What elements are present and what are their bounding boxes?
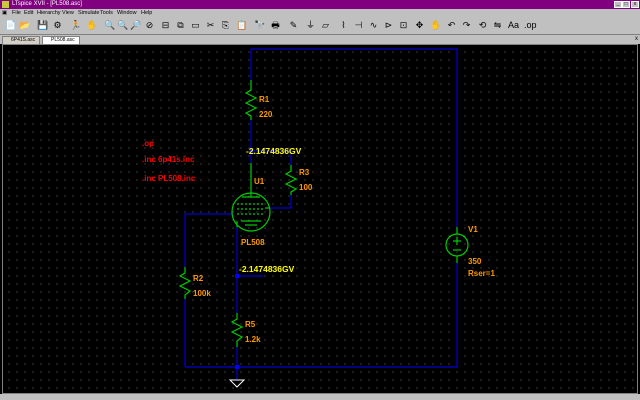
ground-icon[interactable]	[228, 379, 246, 388]
tile-icon[interactable]: ⊟	[161, 20, 170, 30]
status-bar	[0, 394, 640, 400]
tab-label: 6P41S.asc	[11, 37, 36, 43]
r2-value[interactable]: 100k	[193, 289, 211, 298]
rotate-icon[interactable]: ⟲	[478, 20, 487, 30]
print-icon[interactable]: 🖶	[271, 20, 280, 30]
r1-value[interactable]: 220	[259, 110, 273, 119]
save-icon[interactable]: 💾	[37, 20, 49, 30]
run-icon[interactable]: 🏃	[70, 20, 82, 30]
label-net-icon[interactable]: ▱	[322, 20, 329, 30]
tab-6p41s[interactable]: 6P41S.asc	[2, 36, 40, 44]
maximize-button[interactable]: □	[622, 1, 630, 8]
menu-bar: ▣ File Edit Hierarchy View Simulate Tool…	[0, 9, 640, 17]
mirror-icon[interactable]: ⇋	[493, 20, 502, 30]
components	[178, 80, 469, 347]
directive-op[interactable]: .op	[142, 139, 154, 148]
node-voltages: -2.1474836GV -2.1474836GV	[239, 146, 302, 274]
schematic: .op .inc 6p41s.inc .inc PL508.inc R1 220…	[142, 48, 495, 388]
ground-icon[interactable]: ⏚	[305, 20, 315, 30]
window-title: LTspice XVII - [PL508.asc]	[12, 1, 82, 7]
zoom-out-icon[interactable]: 🔍	[117, 20, 129, 30]
find-icon[interactable]: 🔭	[254, 20, 266, 30]
wire-node-r3	[251, 150, 292, 165]
pan-icon[interactable]: ✋	[86, 20, 98, 30]
wire-icon[interactable]: ✎	[289, 20, 298, 30]
r3-name: R3	[299, 168, 310, 177]
window-icon[interactable]: ▭	[191, 20, 200, 30]
title-bar: LTspice XVII - [PL508.asc] _ □ x	[0, 0, 640, 9]
close-tab-icon[interactable]: x	[635, 36, 638, 42]
v1-value[interactable]: 350	[468, 257, 482, 266]
menu-help[interactable]: Help	[141, 10, 153, 16]
v1-name: V1	[468, 225, 478, 234]
spice-directive-icon[interactable]: .op	[524, 20, 537, 30]
resistor-r3[interactable]	[284, 165, 298, 195]
zoom-cancel-icon[interactable]: ⊘	[145, 20, 154, 30]
wires	[184, 48, 458, 379]
cut-icon[interactable]: ✂	[206, 20, 215, 30]
inductor-icon[interactable]: ∿	[369, 20, 378, 30]
component-icon[interactable]: ⊡	[399, 20, 408, 30]
u1-value[interactable]: PL508	[241, 238, 265, 247]
resistor-r5[interactable]	[230, 313, 244, 347]
u1-name: U1	[254, 177, 265, 186]
new-schematic-icon[interactable]: 📄	[5, 20, 17, 30]
r5-value[interactable]: 1.2k	[245, 335, 261, 344]
r5-name: R5	[245, 320, 256, 329]
menu-edit[interactable]: Edit	[24, 10, 34, 16]
junction	[235, 365, 239, 369]
tube-u1[interactable]	[231, 163, 271, 232]
settings-icon[interactable]: ⚙	[53, 20, 62, 30]
menu-simulate[interactable]: Simulate	[78, 10, 100, 16]
paste-icon[interactable]: 📋	[236, 20, 248, 30]
cascade-icon[interactable]: ⧉	[177, 20, 184, 30]
v1-rser[interactable]: Rser=1	[468, 269, 495, 278]
r2-name: R2	[193, 274, 204, 283]
resistor-r1[interactable]	[244, 80, 258, 120]
toolbar: 📄 📂 💾 ⚙ 🏃 ✋ 🔍 🔍 🔎 ⊘ ⊟ ⧉ ▭ ✂ ⎘ 📋 🔭 🖶 ✎ ⏚ …	[0, 17, 640, 35]
menu-view[interactable]: View	[62, 10, 74, 16]
resistor-r2[interactable]	[178, 267, 192, 299]
move-icon[interactable]: ✥	[415, 20, 424, 30]
r3-value[interactable]: 100	[299, 183, 313, 192]
directive-inc-6p41s[interactable]: .inc 6p41s.inc	[142, 155, 195, 164]
diode-icon[interactable]: ⊳	[384, 20, 393, 30]
menu-file[interactable]: File	[12, 10, 21, 16]
wire-r3-screen	[269, 195, 292, 209]
tab-pl508[interactable]: PL508.asc	[42, 36, 80, 44]
schematic-canvas[interactable]: .op .inc 6p41s.inc .inc PL508.inc R1 220…	[2, 44, 638, 394]
text-icon[interactable]: Aa	[508, 20, 520, 30]
r1-name: R1	[259, 95, 270, 104]
wire-top	[250, 48, 458, 227]
menu-hierarchy[interactable]: Hierarchy	[37, 10, 61, 16]
open-icon[interactable]: 📂	[19, 20, 31, 30]
resistor-icon[interactable]: ⌇	[341, 20, 346, 30]
component-labels: R1 220 R3 100 U1 PL508 R2 100k R5 1.2k V…	[193, 95, 495, 344]
node-voltage-top: -2.1474836GV	[246, 146, 302, 156]
junction	[235, 274, 239, 278]
zoom-fit-icon[interactable]: 🔎	[130, 20, 142, 30]
voltage-source-v1[interactable]	[445, 227, 469, 263]
undo-icon[interactable]: ↶	[447, 20, 456, 30]
redo-icon[interactable]: ↷	[462, 20, 471, 30]
junction	[249, 149, 253, 153]
spice-directives: .op .inc 6p41s.inc .inc PL508.inc	[142, 139, 196, 183]
node-voltage-bottom: -2.1474836GV	[239, 264, 295, 274]
document-tabs: 6P41S.asc PL508.asc x	[0, 35, 640, 44]
menu-tools[interactable]: Tools	[100, 10, 113, 16]
app-icon	[2, 1, 9, 8]
wire-grid-r2	[184, 213, 233, 267]
drag-icon[interactable]: ✋	[430, 20, 442, 30]
copy-icon[interactable]: ⎘	[221, 20, 230, 30]
menu-window[interactable]: Window	[117, 10, 137, 16]
tab-label: PL508.asc	[51, 37, 75, 43]
capacitor-icon[interactable]: ⊣	[354, 20, 363, 30]
app-menu-icon[interactable]: ▣	[2, 10, 8, 16]
wire-bottom	[185, 263, 458, 368]
directive-inc-pl508[interactable]: .inc PL508.inc	[142, 174, 196, 183]
minimize-button[interactable]: _	[614, 1, 622, 8]
close-button[interactable]: x	[631, 1, 639, 8]
zoom-in-icon[interactable]: 🔍	[104, 20, 116, 30]
